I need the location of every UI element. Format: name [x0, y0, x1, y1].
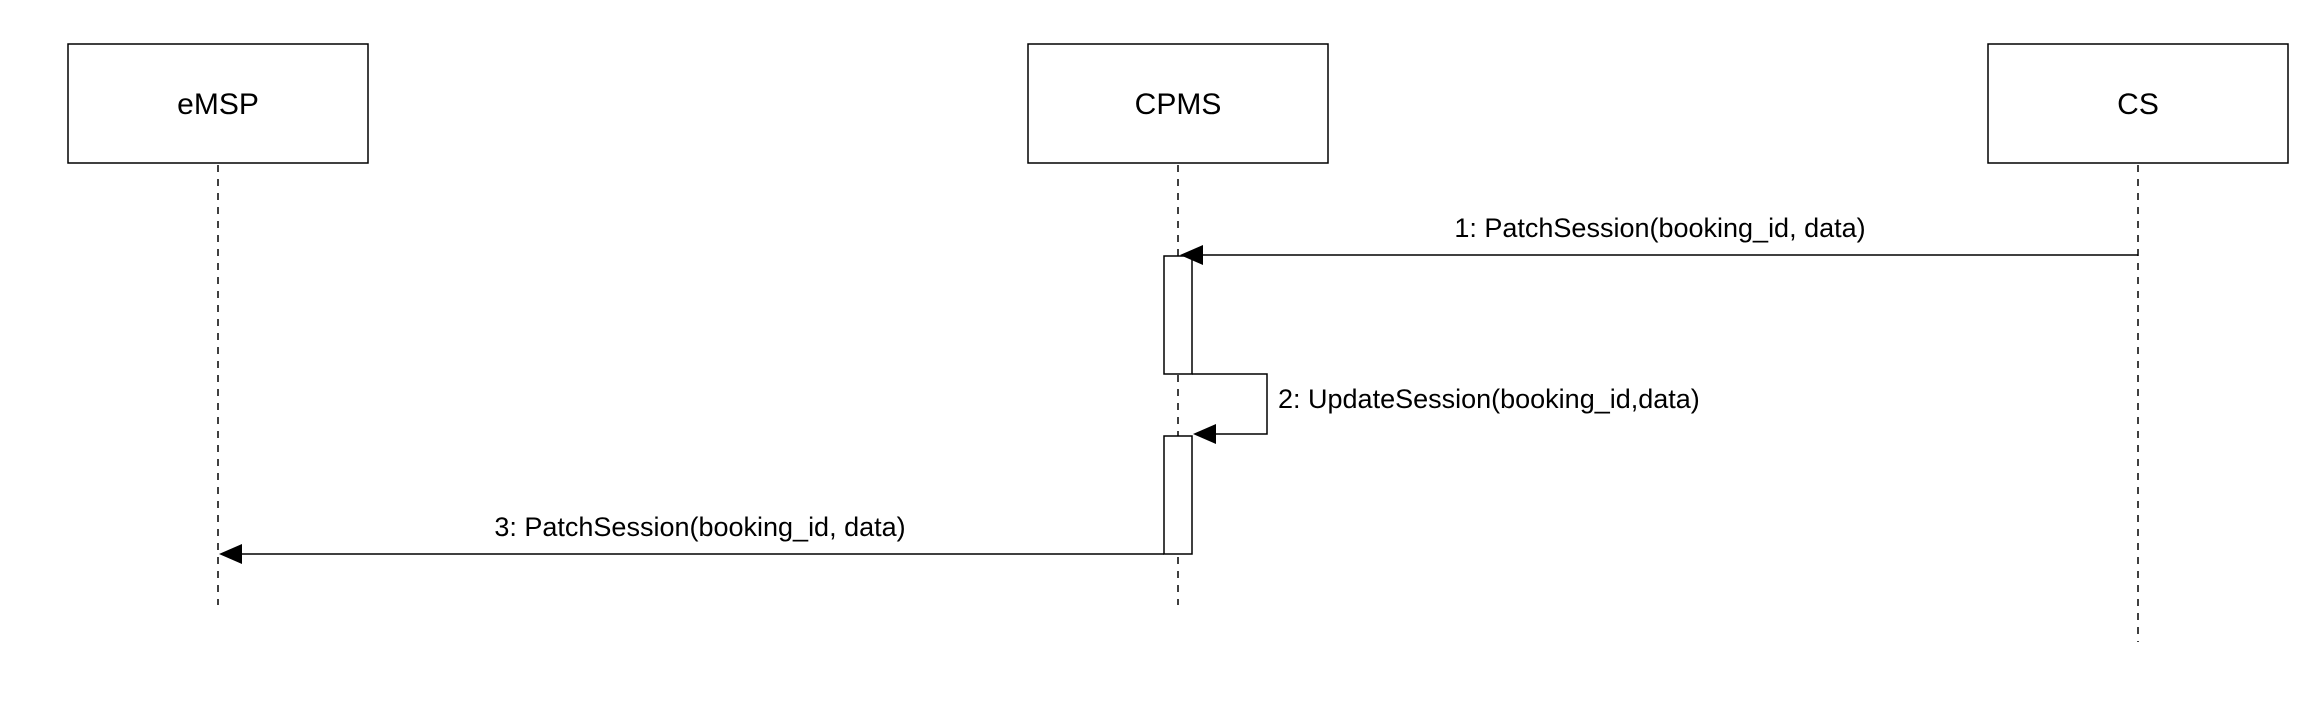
activation-bar-cpms-1	[1163, 255, 1193, 375]
message-1: 1: PatchSession(booking_id, data)	[1180, 213, 2138, 265]
message-1-label: 1: PatchSession(booking_id, data)	[1454, 213, 1865, 243]
participant-cpms-box	[1027, 43, 1329, 164]
message-3-label: 3: PatchSession(booking_id, data)	[494, 512, 905, 542]
message-2-label: 2: UpdateSession(booking_id,data)	[1278, 384, 1700, 414]
participant-emsp-box	[67, 43, 369, 164]
message-2-line	[1192, 373, 1268, 435]
participant-cs-box	[1987, 43, 2289, 164]
participant-emsp-label: eMSP	[177, 88, 259, 121]
message-3: 3: PatchSession(booking_id, data)	[219, 512, 1164, 564]
message-2: 2: UpdateSession(booking_id,data)	[1192, 373, 1700, 444]
message-3-arrowhead	[219, 544, 242, 564]
participant-cs: CS	[1987, 43, 2289, 642]
participant-cpms: CPMS	[1027, 43, 1329, 605]
participant-cpms-label: CPMS	[1135, 88, 1222, 121]
message-2-arrowhead	[1193, 424, 1216, 444]
message-1-arrowhead	[1180, 245, 1203, 265]
participant-cs-label: CS	[2117, 88, 2159, 121]
activation-bar-cpms-2	[1163, 435, 1193, 555]
participant-emsp: eMSP	[67, 43, 369, 605]
